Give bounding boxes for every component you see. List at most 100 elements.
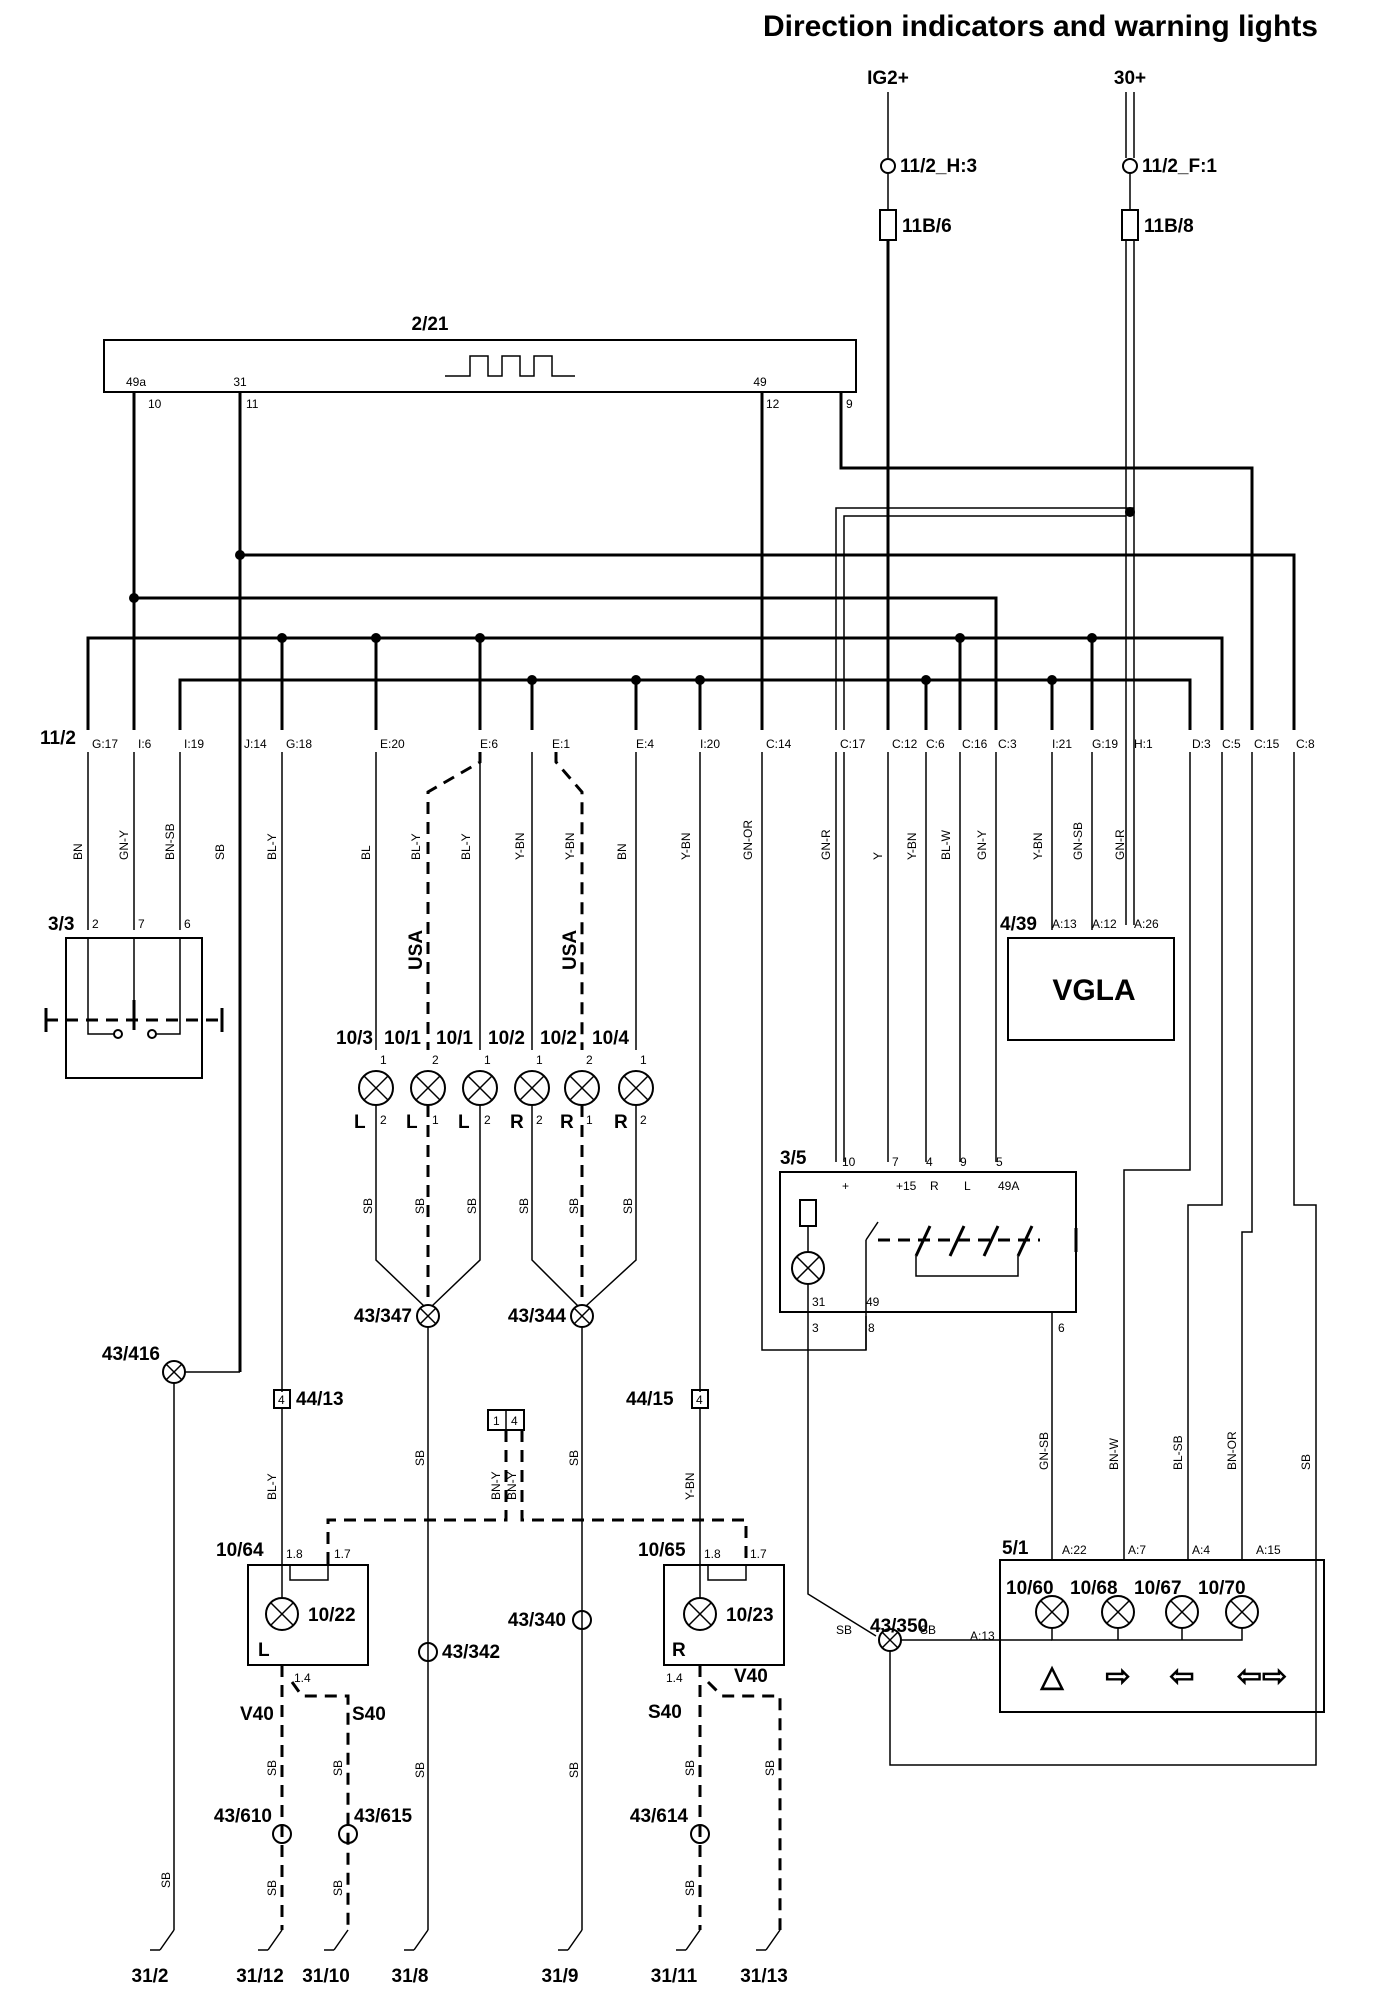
left-arrow-icon: ⇦ xyxy=(1169,1660,1194,1693)
svg-text:SB: SB xyxy=(1299,1454,1313,1470)
side-left-loop xyxy=(289,1565,329,1581)
side-left-side: L xyxy=(258,1640,270,1661)
connector-11-2-label: 11/2 xyxy=(40,728,76,749)
svg-text:31/11: 31/11 xyxy=(651,1966,698,1987)
both-arrows-icon: ⇦⇨ xyxy=(1237,1660,1287,1693)
svg-text:10/2: 10/2 xyxy=(540,1028,577,1049)
svg-text:A:15: A:15 xyxy=(1256,1543,1281,1557)
svg-text:I:19: I:19 xyxy=(184,737,204,751)
svg-text:L: L xyxy=(354,1112,366,1133)
conn-44-15-pin: 4 xyxy=(696,1393,703,1407)
svg-text:L: L xyxy=(964,1179,971,1193)
conn-44-13-label: 44/13 xyxy=(296,1389,344,1410)
fuse-11b6 xyxy=(879,209,897,241)
usa-label-left: USA xyxy=(406,930,427,970)
svg-text:2: 2 xyxy=(536,1113,543,1127)
svg-text:5: 5 xyxy=(996,1155,1003,1169)
svg-text:C:5: C:5 xyxy=(1222,737,1241,751)
svg-text:C:16: C:16 xyxy=(962,737,988,751)
svg-text:1: 1 xyxy=(484,1053,491,1067)
svg-text:BN: BN xyxy=(615,843,629,860)
svg-text:9: 9 xyxy=(960,1155,967,1169)
svg-text:J:14: J:14 xyxy=(244,737,267,751)
supply-ig2: IG2+ xyxy=(867,68,909,89)
b30-wire xyxy=(1125,92,1135,158)
svg-text:31: 31 xyxy=(812,1295,826,1309)
switch-contact-icon xyxy=(44,938,224,1039)
side-left-lamp-x2 xyxy=(270,1602,294,1626)
svg-text:2: 2 xyxy=(380,1113,387,1127)
svg-text:GN-Y: GN-Y xyxy=(117,830,131,860)
variant-v40-right: V40 xyxy=(734,1666,768,1687)
ig2-conn-label: 11/2_H:3 xyxy=(900,156,977,177)
side-left-p2: 1.7 xyxy=(334,1547,351,1561)
ground-43-342: 43/342 xyxy=(442,1642,500,1663)
vgla-module xyxy=(1007,937,1175,1041)
svg-text:A:13: A:13 xyxy=(970,1629,995,1643)
pin-num-9: 9 xyxy=(846,397,853,411)
svg-text:SB: SB xyxy=(265,1880,279,1896)
svg-text:SB: SB xyxy=(763,1760,777,1776)
side-right-p1: 1.8 xyxy=(704,1547,721,1561)
svg-text:R: R xyxy=(510,1112,524,1133)
svg-text:+15: +15 xyxy=(896,1179,917,1193)
svg-text:1: 1 xyxy=(536,1053,543,1067)
svg-text:4: 4 xyxy=(926,1155,933,1169)
connector-11-2-pins: G:17 I:6 I:19 J:14 G:18 E:20 E:6 E:1 E:4… xyxy=(92,737,1315,751)
svg-text:SB: SB xyxy=(567,1762,581,1778)
svg-text:Y-BN: Y-BN xyxy=(679,832,693,860)
variant-v40-left: V40 xyxy=(240,1704,274,1725)
side-left-id: 10/64 xyxy=(216,1540,264,1561)
side-right-p2: 1.7 xyxy=(750,1547,767,1561)
svg-text:R: R xyxy=(560,1112,574,1133)
svg-text:BN-OR: BN-OR xyxy=(1225,1431,1239,1470)
svg-text:GN-R: GN-R xyxy=(1113,829,1127,860)
svg-text:D:3: D:3 xyxy=(1192,737,1211,751)
svg-text:10/4: 10/4 xyxy=(592,1028,629,1049)
relay-3-5-label: 3/5 xyxy=(780,1148,807,1169)
svg-text:3: 3 xyxy=(812,1321,819,1335)
svg-text:BL-SB: BL-SB xyxy=(1171,1435,1185,1470)
relay-3-5 xyxy=(779,1171,1077,1313)
svg-text:SB: SB xyxy=(361,1198,375,1214)
ground-43-344: 43/344 xyxy=(508,1306,567,1327)
svg-text:SB: SB xyxy=(213,844,227,860)
side-right-side: R xyxy=(672,1640,686,1661)
svg-text:2: 2 xyxy=(586,1053,593,1067)
svg-text:10/2: 10/2 xyxy=(488,1028,525,1049)
svg-text:10/60: 10/60 xyxy=(1006,1578,1054,1599)
svg-text:G:18: G:18 xyxy=(286,737,312,751)
svg-text:49: 49 xyxy=(866,1295,880,1309)
side-right-lamp-x2 xyxy=(688,1602,712,1626)
side-indicator-left xyxy=(247,1564,369,1666)
ground-43-350: 43/350 xyxy=(870,1616,928,1637)
svg-text:L: L xyxy=(406,1112,418,1133)
svg-text:I:6: I:6 xyxy=(138,737,152,751)
vgla-pin-a13: A:13 xyxy=(1052,917,1077,931)
svg-text:+: + xyxy=(842,1179,849,1193)
side-indicator-dashed-wires xyxy=(326,1430,748,1565)
bus-junctions xyxy=(129,507,1135,685)
vgla-id: 4/39 xyxy=(1000,914,1037,935)
svg-text:C:15: C:15 xyxy=(1254,737,1280,751)
svg-text:SB: SB xyxy=(413,1450,427,1466)
svg-text:A:4: A:4 xyxy=(1192,1543,1210,1557)
svg-text:GN-Y: GN-Y xyxy=(975,830,989,860)
svg-text:10: 10 xyxy=(842,1155,856,1169)
svg-text:GN-OR: GN-OR xyxy=(741,820,755,860)
svg-text:2: 2 xyxy=(640,1113,647,1127)
svg-text:BL-Y: BL-Y xyxy=(409,833,423,860)
svg-text:GN-R: GN-R xyxy=(819,829,833,860)
svg-text:31/10: 31/10 xyxy=(302,1966,350,1987)
svg-text:R: R xyxy=(614,1112,628,1133)
svg-text:BL: BL xyxy=(359,845,373,860)
svg-text:C:6: C:6 xyxy=(926,737,945,751)
svg-text:C:8: C:8 xyxy=(1296,737,1315,751)
svg-text:SB: SB xyxy=(413,1198,427,1214)
conn-44-13-pin: 4 xyxy=(278,1393,285,1407)
vgla-pin-a26: A:26 xyxy=(1134,917,1159,931)
ground-43-416: 43/416 xyxy=(102,1344,160,1365)
svg-text:Y-BN: Y-BN xyxy=(1031,832,1045,860)
svg-text:H:1: H:1 xyxy=(1134,737,1153,751)
